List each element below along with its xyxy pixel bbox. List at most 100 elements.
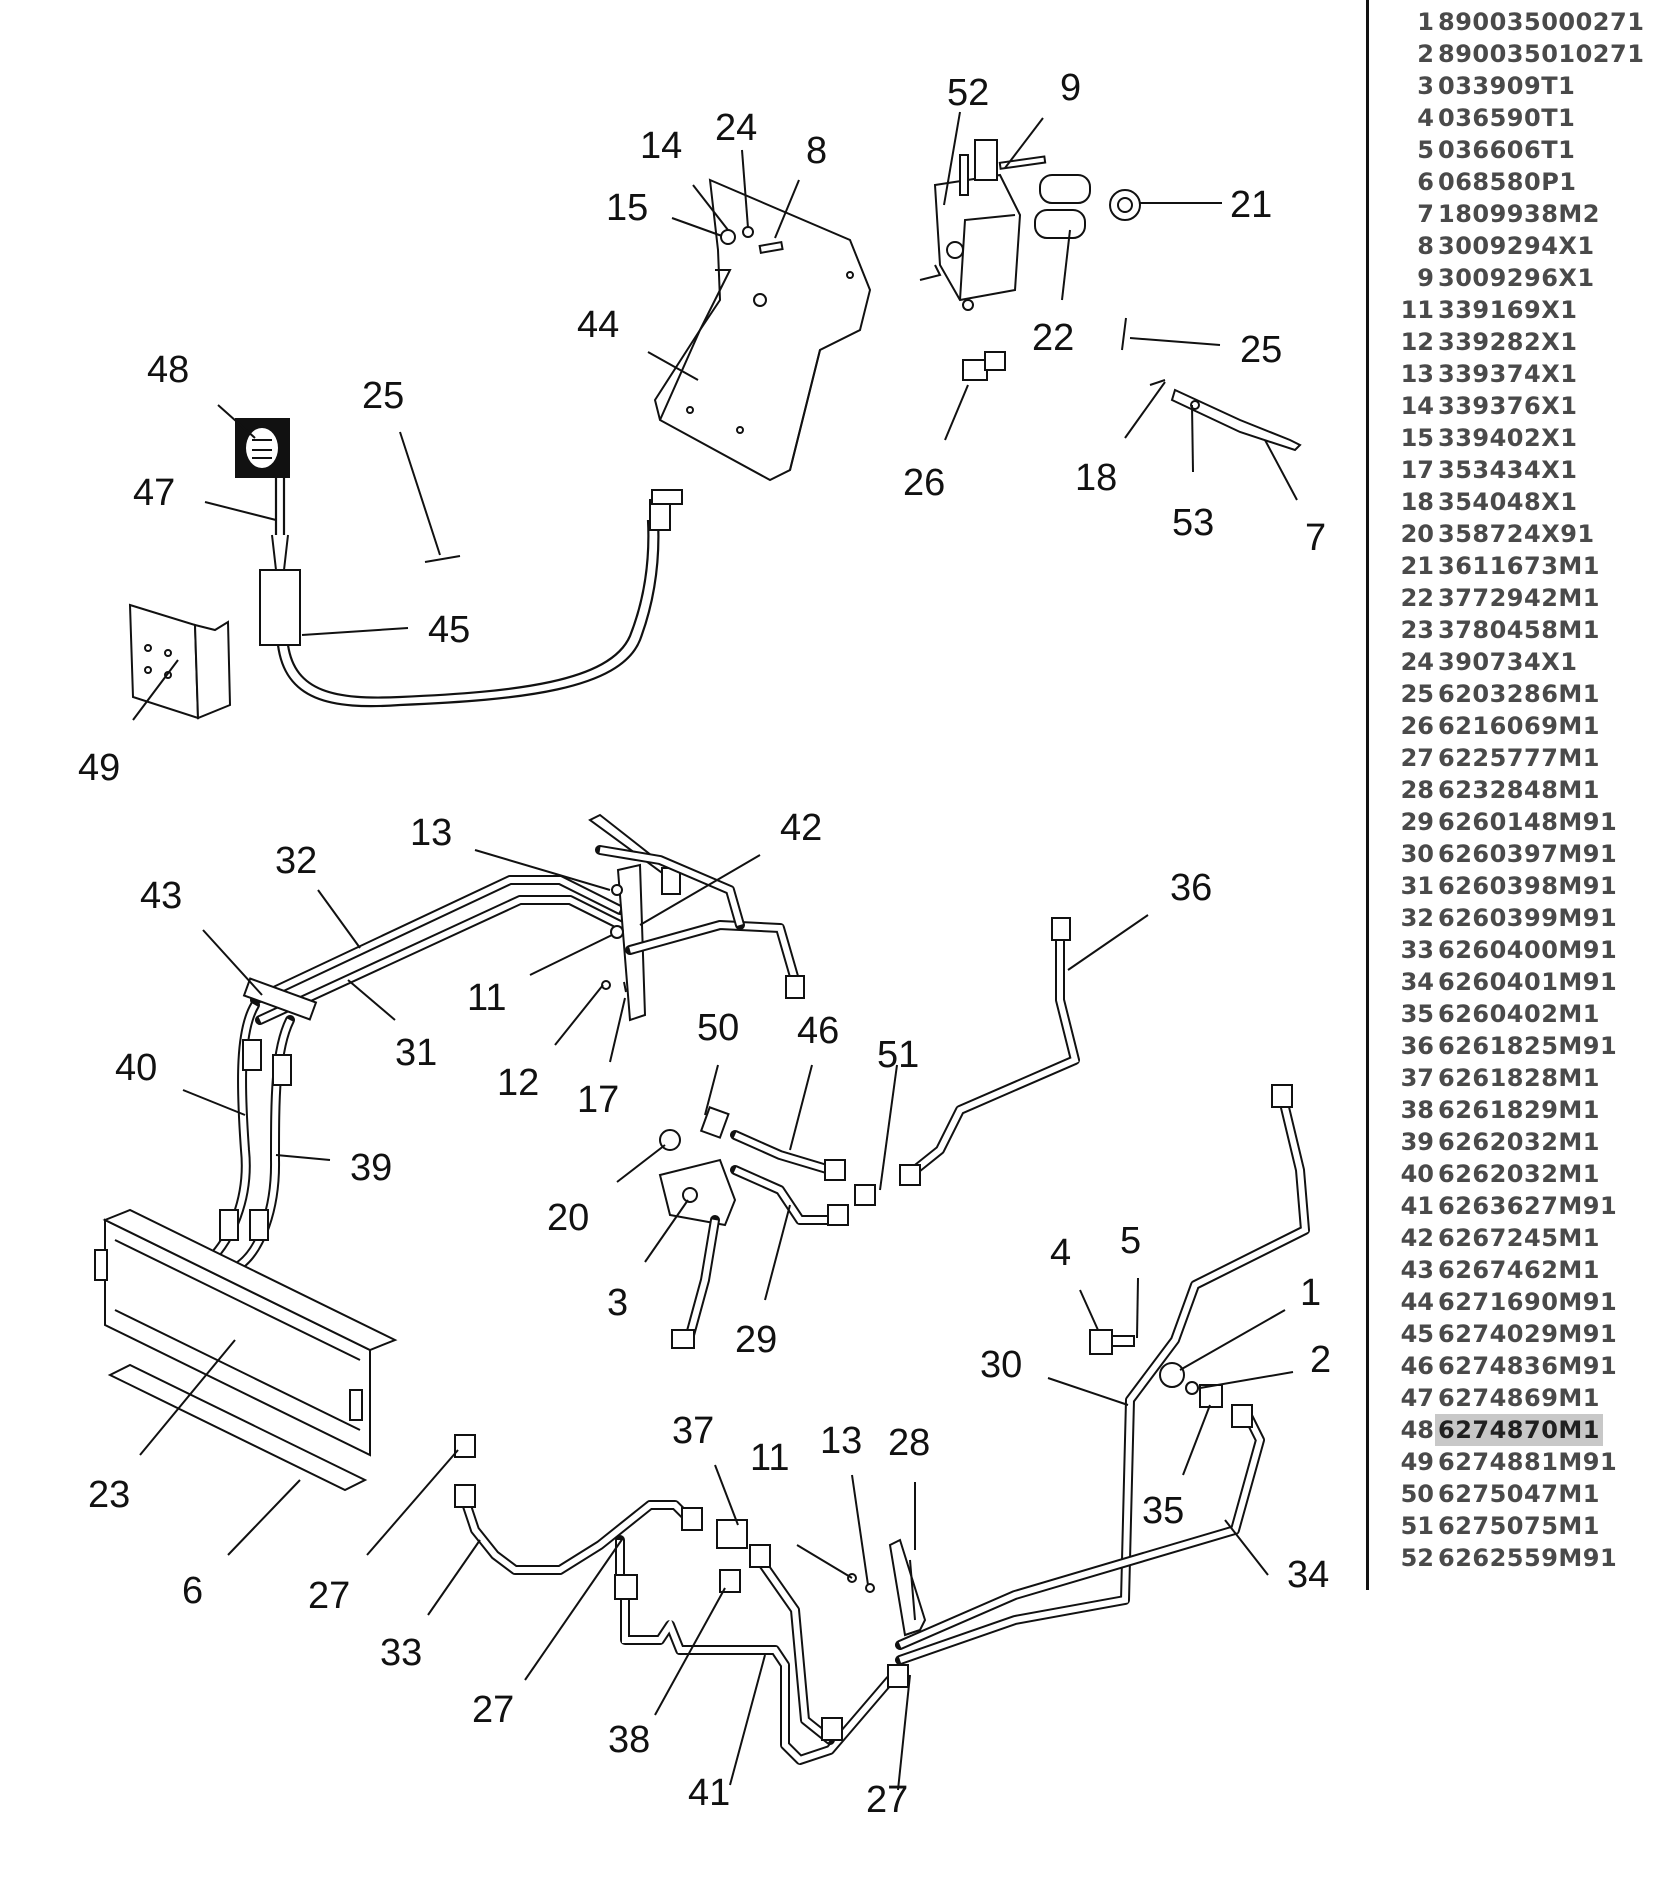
callout-29: 29: [735, 1319, 777, 1361]
oil-cooler-23[interactable]: [94, 1208, 398, 1457]
control-valve-52[interactable]: [919, 139, 1022, 311]
tubes-27-37-38-41[interactable]: [614, 1519, 909, 1765]
fittings-26[interactable]: [962, 351, 1006, 381]
fasteners-11-13-lower[interactable]: [847, 1573, 875, 1593]
callout-27: 27: [308, 1575, 350, 1617]
parts-row-number: 34: [1400, 968, 1434, 996]
tubes-29-46-51[interactable]: [730, 1130, 921, 1226]
parts-row-part-number: 6267462M1: [1438, 1256, 1600, 1284]
parts-row-part-number: 6274881M91: [1438, 1448, 1618, 1476]
lever-assembly-7-18-53[interactable]: [1149, 379, 1302, 452]
callout-13: 13: [410, 812, 452, 854]
callout-15: 15: [606, 187, 648, 229]
quick-couplers-21-22[interactable]: [1034, 174, 1141, 239]
parts-row-number: 21: [1400, 552, 1434, 580]
parts-row-number: 4: [1417, 104, 1434, 132]
tube-33[interactable]: [454, 1434, 703, 1575]
tube-36[interactable]: [910, 917, 1080, 1175]
bracket-28[interactable]: [888, 1538, 927, 1637]
parts-row-number: 7: [1417, 200, 1434, 228]
parts-row-number: 13: [1400, 360, 1434, 388]
clip-pin-25-left[interactable]: [424, 555, 461, 563]
parts-row-number: 43: [1400, 1256, 1434, 1284]
callout-7: 7: [1305, 517, 1326, 559]
tubes-31-32[interactable]: [250, 875, 635, 1025]
mounting-bracket-44[interactable]: [653, 178, 872, 482]
callout-34: 34: [1287, 1554, 1329, 1596]
clip-pin-25-upper[interactable]: [1121, 317, 1127, 351]
exploded-view-drawing: 48 47 45 49 25 44 14 24 8 15 52 9 21 22 …: [78, 67, 1331, 1821]
tube-42-right[interactable]: [595, 845, 805, 999]
bolt-9[interactable]: [998, 155, 1047, 170]
plate-bracket-49[interactable]: [128, 603, 232, 720]
manifold-3-20-50[interactable]: [658, 1106, 737, 1349]
fasteners-11-12-13-17-middle[interactable]: [601, 884, 627, 993]
foam-strip-6[interactable]: [107, 1363, 368, 1492]
parts-row-part-number: 6267245M1: [1438, 1224, 1600, 1252]
parts-row-number: 29: [1400, 808, 1434, 836]
parts-row-part-number: 354048X1: [1438, 488, 1578, 516]
parts-row-number: 1: [1417, 8, 1434, 36]
parts-row-part-number: 6260398M91: [1438, 872, 1618, 900]
clamp-43[interactable]: [242, 977, 318, 1021]
hoses-39-40[interactable]: [205, 1000, 295, 1270]
parts-row-part-number: 6261825M91: [1438, 1032, 1618, 1060]
callout-49: 49: [78, 747, 120, 789]
parts-row-number: 17: [1400, 456, 1434, 484]
callout-4: 4: [1050, 1232, 1071, 1274]
fittings-1-2-4-5-35[interactable]: [1089, 1329, 1223, 1408]
control-cable-45-47[interactable]: [259, 478, 683, 708]
tubes-30-34[interactable]: [895, 1084, 1310, 1665]
